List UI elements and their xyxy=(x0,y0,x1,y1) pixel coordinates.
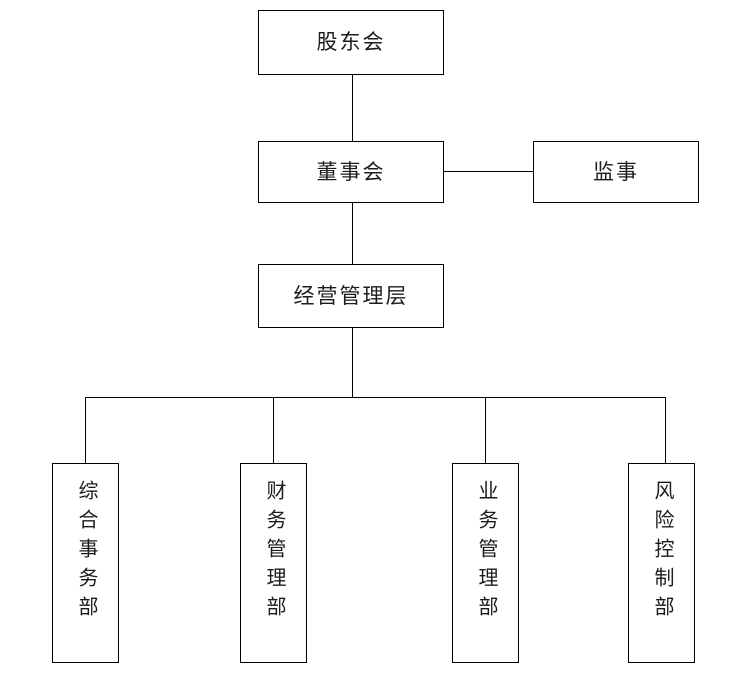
org-node-department-general-affairs[interactable]: 综合事务部 xyxy=(52,463,119,663)
connector-management-to-bus xyxy=(352,328,353,398)
org-node-department-0-label: 综合事务部 xyxy=(75,480,97,625)
org-node-department-finance[interactable]: 财务管理部 xyxy=(240,463,307,663)
connector-bus-to-department-0 xyxy=(85,397,86,464)
org-node-department-business[interactable]: 业务管理部 xyxy=(452,463,519,663)
org-node-department-3-label: 风险控制部 xyxy=(651,480,673,625)
connector-department-bus xyxy=(85,397,666,398)
connector-bus-to-department-2 xyxy=(485,397,486,464)
org-node-shareholders-label: 股东会 xyxy=(316,30,386,55)
org-node-shareholders[interactable]: 股东会 xyxy=(258,10,444,75)
org-node-department-1-label: 财务管理部 xyxy=(263,480,285,625)
org-node-department-risk-control[interactable]: 风险控制部 xyxy=(628,463,695,663)
connector-bus-to-department-1 xyxy=(273,397,274,464)
connector-bus-to-department-3 xyxy=(665,397,666,464)
connector-shareholders-to-board xyxy=(352,75,353,142)
connector-board-to-management xyxy=(352,203,353,265)
org-node-supervisor-label: 监事 xyxy=(593,159,639,184)
org-node-supervisor[interactable]: 监事 xyxy=(533,141,699,203)
org-node-management[interactable]: 经营管理层 xyxy=(258,264,444,328)
org-node-board[interactable]: 董事会 xyxy=(258,141,444,203)
org-node-board-label: 董事会 xyxy=(316,159,386,184)
org-node-management-label: 经营管理层 xyxy=(293,283,409,308)
connector-board-to-supervisor xyxy=(444,171,534,172)
org-node-department-2-label: 业务管理部 xyxy=(475,480,497,625)
